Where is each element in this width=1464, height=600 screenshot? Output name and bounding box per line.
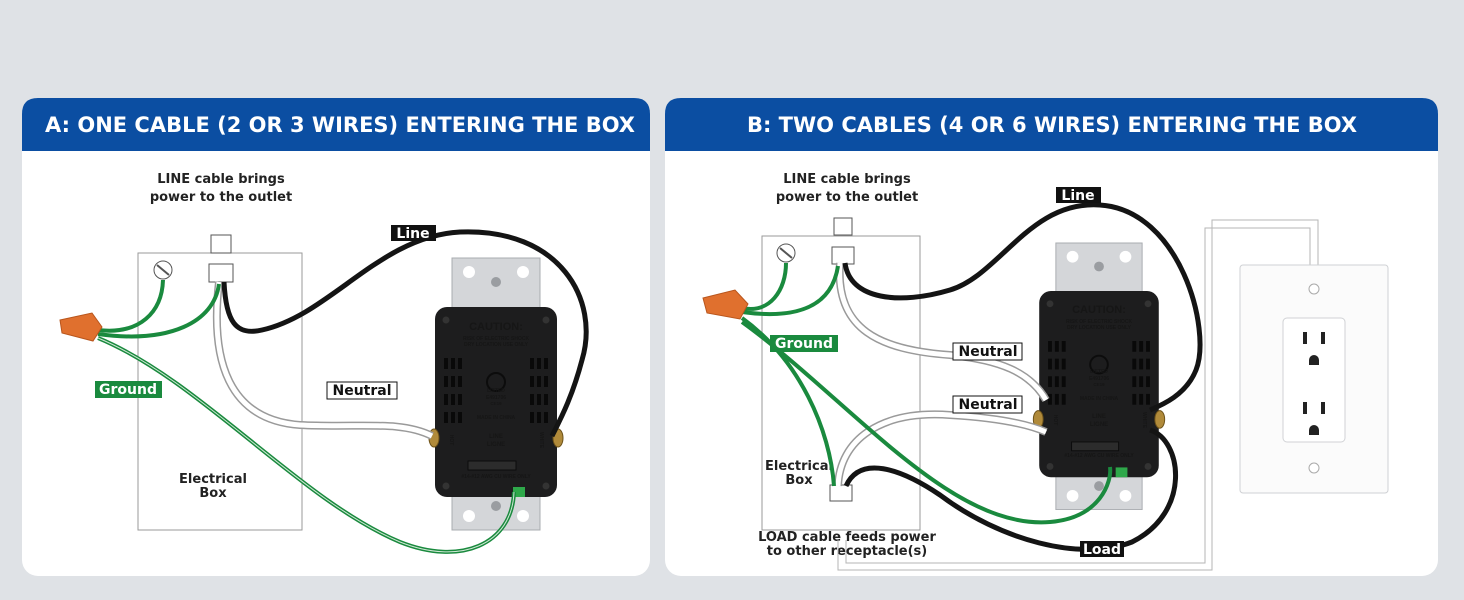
neutral-wire-line-side [837, 262, 1049, 402]
receptacle-hot-text-b: HOT [1052, 415, 1058, 426]
receptacle-origin-text: MADE IN CHINA [477, 415, 516, 421]
electrical-box-label: Electrical [179, 472, 247, 487]
wire-nut-icon [59, 312, 103, 342]
neutral-label-box-b [952, 342, 1023, 361]
receptacle-listed-text-b: LISTED [1090, 369, 1108, 375]
ground-label-box-b [770, 335, 838, 352]
plate-screw-icon [1308, 283, 1320, 295]
panel-b: B: TWO CABLES (4 OR 6 WIRES) ENTERING TH… [665, 98, 1438, 576]
line-cable-note-2: power to the outlet [150, 190, 292, 205]
line-label-b: Line [1061, 188, 1094, 204]
ground-wire-highlight [97, 337, 515, 553]
neutral-label-box [326, 381, 398, 400]
receptacle-front [1239, 264, 1389, 494]
neutral-wire-load-side [835, 411, 1048, 487]
neutral-label: Neutral [332, 383, 391, 399]
load-cable-note: LOAD cable feeds power [758, 530, 936, 545]
receptacle-hot-text: HOT [448, 435, 454, 446]
outlet-top-icon [1303, 332, 1325, 365]
ground-wire-receptacle-b [740, 320, 1113, 525]
receptacle-warning-text-b: RISK OF ELECTRIC SHOCK [1066, 319, 1133, 325]
load-wire [843, 427, 1178, 552]
outlet-bottom-icon [1303, 402, 1325, 435]
electrical-box-label-b: Electrical [765, 459, 833, 474]
ground-wire-load-connector [740, 316, 836, 487]
electrical-box-label-b-2: Box [785, 473, 813, 488]
receptacle-wire-spec-b: #14-#12 AWG CU WIRE ONLY [1064, 453, 1134, 459]
receptacle-ligne-text: LIGNE [487, 442, 505, 448]
line-cable-note: LINE cable brings [157, 172, 285, 187]
receptacle-face [1282, 317, 1346, 443]
line-label: Line [396, 226, 429, 242]
electrical-box-label-2: Box [199, 486, 227, 501]
wire-nut-icon [702, 289, 749, 320]
receptacle-warning-text-2: DRY LOCATION USE ONLY [464, 342, 529, 348]
receptacle-ce-text: CE19 [490, 401, 502, 406]
receptacle-white-text: WHITE [538, 432, 544, 449]
load-cable-connector [829, 484, 853, 502]
panel-a-header [22, 98, 650, 151]
ground-label-box [95, 381, 162, 398]
cable-clamp [210, 234, 232, 254]
receptacle-origin-text-b: MADE IN CHINA [1080, 396, 1119, 402]
line-cable-note-b: LINE cable brings [783, 172, 911, 187]
receptacle-ligne-text-b: LIGNE [1090, 422, 1108, 428]
receptacle-warning-text-b-2: DRY LOCATION USE ONLY [1067, 325, 1132, 331]
load-label-box [1080, 541, 1124, 557]
neutral-label-b-2: Neutral [958, 397, 1017, 413]
line-cable-note-b-2: power to the outlet [776, 190, 918, 205]
ground-label-b: Ground [775, 336, 833, 352]
line-label-box-b [1056, 187, 1101, 203]
ground-wire-screw [97, 279, 165, 333]
panel-b-header [665, 98, 1438, 151]
ground-wire-connector [97, 283, 221, 339]
line-cable-connector [831, 246, 855, 265]
line-label-box [391, 225, 436, 241]
ground-wire-line-connector [741, 265, 840, 317]
plate-screw-icon [1308, 462, 1320, 474]
receptacle-caution-text: CAUTION: [469, 321, 523, 333]
receptacle-warning-text: RISK OF ELECTRIC SHOCK [463, 336, 530, 342]
ground-label: Ground [99, 382, 157, 398]
panel-a: A: ONE CABLE (2 OR 3 WIRES) ENTERING THE… [22, 98, 650, 576]
receptacle-wire-spec: #14-#12 AWG CU WIRE ONLY [461, 474, 531, 480]
load-cable-note-2: to other receptacle(s) [767, 544, 927, 559]
cable-connector [208, 263, 234, 283]
line-wire-b [842, 202, 1203, 413]
panel-a-title: A: ONE CABLE (2 OR 3 WIRES) ENTERING THE… [45, 113, 635, 137]
receptacle-line-text-b: LINE [1092, 414, 1106, 420]
line-wire [221, 229, 589, 438]
receptacle-white-text-b: WHITE [1141, 412, 1147, 429]
receptacle-listed-text: LISTED [487, 388, 505, 394]
neutral-label-box-b-2 [952, 395, 1023, 414]
receptacle-line-text: LINE [489, 434, 503, 440]
load-cable-outer [837, 219, 1319, 571]
load-cable-inner [845, 227, 1311, 564]
receptacle-caution-text-b: CAUTION: [1072, 304, 1126, 316]
cable-clamp-b [833, 217, 853, 236]
receptacle-ce-text-b: CE19 [1093, 382, 1105, 387]
ground-wire-screw-b [741, 262, 788, 311]
ground-screw-icon [153, 260, 173, 280]
neutral-wire [214, 281, 434, 439]
ground-screw-icon [776, 243, 796, 263]
panel-b-title: B: TWO CABLES (4 OR 6 WIRES) ENTERING TH… [747, 113, 1357, 137]
receptacle-listing-number-b: E491706 [1089, 376, 1109, 382]
neutral-label-b: Neutral [958, 344, 1017, 360]
receptacle-listing-number: E491706 [486, 395, 506, 401]
load-label: Load [1083, 542, 1121, 558]
